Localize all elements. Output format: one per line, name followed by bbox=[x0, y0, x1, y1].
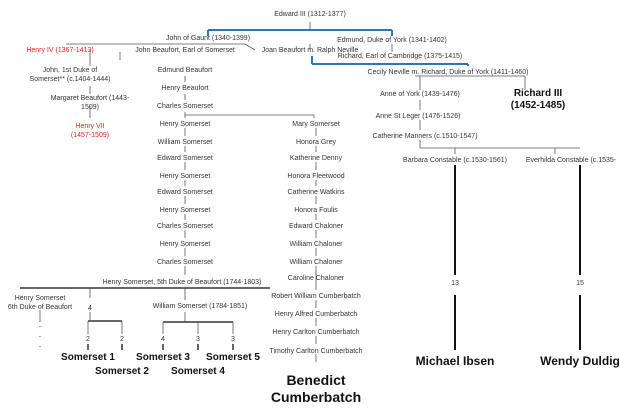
generation-count-13: 13 bbox=[451, 280, 459, 287]
node-catherine-watkins: Catherine Watkins bbox=[287, 189, 345, 196]
node-edward-iii: Edward III (1312-1377) bbox=[274, 11, 346, 18]
node-charles-somerset: Charles Somerset bbox=[156, 103, 214, 110]
node-william-chaloner: William Chaloner bbox=[289, 241, 343, 248]
generation-count-2: 2 bbox=[86, 336, 90, 343]
node-timothy-carlton-cumberbatch: Timothy Carlton Cumberbatch bbox=[269, 348, 363, 355]
node-benedict-cumberbatch-surname: Cumberbatch bbox=[270, 389, 362, 405]
node-katherine-denny: Katherine Denny bbox=[289, 155, 343, 162]
node-edward-somerset: Edward Somerset bbox=[157, 189, 213, 196]
node-william-somerset-1784: William Somerset (1784-1851) bbox=[152, 303, 248, 310]
node-henry-somerset: Henry Somerset bbox=[159, 121, 211, 128]
node-richard-iii-dates: (1452-1485) bbox=[510, 100, 566, 111]
node-william-chaloner: William Chaloner bbox=[289, 259, 343, 266]
node-henry-carlton-cumberbatch: Henry Carlton Cumberbatch bbox=[272, 329, 360, 336]
node-honora-foulis: Honora Foulis bbox=[294, 207, 338, 214]
node-william-somerset: William Somerset bbox=[157, 139, 213, 146]
node-henry-iv: Henry IV (1367-1413) bbox=[26, 47, 94, 54]
ellipsis-dot: · bbox=[38, 341, 42, 351]
node-richard-earl-of-cambridge: Richard, Earl of Cambridge (1375-1415) bbox=[337, 53, 463, 60]
node-margaret-beaufort: Margaret Beaufort (1443-1509) bbox=[50, 95, 130, 111]
node-mary-somerset: Mary Somerset bbox=[292, 121, 340, 128]
node-caroline-chaloner: Caroline Chaloner bbox=[287, 275, 345, 282]
node-honora-fleetwood: Honora Fleetwood bbox=[287, 173, 345, 180]
node-henry-alfred-cumberbatch: Henry Alfred Cumberbatch bbox=[274, 311, 358, 318]
node-edmund-duke-of-york: Edmund, Duke of York (1341-1402) bbox=[337, 37, 447, 44]
ellipsis-dot: · bbox=[38, 321, 42, 331]
node-henry-somerset: Henry Somerset bbox=[159, 241, 211, 248]
node-charles-somerset: Charles Somerset bbox=[156, 259, 214, 266]
node-edmund-beaufort: Edmund Beaufort bbox=[157, 67, 213, 74]
node-john-of-gaunt: John of Gaunt (1340-1399) bbox=[165, 35, 251, 42]
node-henry-vii: Henry VII bbox=[75, 123, 105, 130]
node-anne-of-york: Anne of York (1439-1476) bbox=[380, 91, 460, 98]
node-michael-ibsen: Michael Ibsen bbox=[415, 354, 495, 368]
node-joan-beaufort: Joan Beaufort m. Ralph Neville bbox=[261, 47, 359, 54]
node-charles-somerset: Charles Somerset bbox=[156, 223, 214, 230]
generation-count-4: 4 bbox=[88, 305, 92, 312]
node-richard-iii: Richard III bbox=[513, 88, 563, 99]
node-somerset-5: Somerset 5 bbox=[206, 352, 260, 363]
node-somerset-1: Somerset 1 bbox=[61, 352, 115, 363]
node-benedict-cumberbatch: Benedict bbox=[286, 372, 346, 388]
node-somerset-4: Somerset 4 bbox=[171, 366, 225, 377]
generation-count-3: 3 bbox=[231, 336, 235, 343]
node-henry-somerset: Henry Somerset bbox=[159, 207, 211, 214]
generation-count-4: 4 bbox=[161, 336, 165, 343]
node-cecily-neville: Cecily Neville m. Richard, Duke of York … bbox=[367, 69, 529, 76]
node-wendy-duldig: Wendy Duldig bbox=[540, 354, 620, 368]
ellipsis-dot: · bbox=[38, 331, 42, 341]
node-edward-somerset: Edward Somerset bbox=[157, 155, 213, 162]
generation-count-2: 2 bbox=[120, 336, 124, 343]
generation-count-15: 15 bbox=[576, 280, 584, 287]
node-somerset-2: Somerset 2 bbox=[95, 366, 149, 377]
node-robert-william-cumberbatch: Robert William Cumberbatch bbox=[271, 293, 361, 300]
node-henry-somerset: Henry Somerset bbox=[159, 173, 211, 180]
node-henry-somerset-6th-duke: Henry Somerset bbox=[14, 295, 66, 302]
node-john-beaufort-earl: John Beaufort, Earl of Somerset bbox=[135, 47, 235, 54]
node-henry-beaufort: Henry Beaufort bbox=[161, 85, 209, 92]
node-catherine-manners: Catherine Manners (c.1510-1547) bbox=[372, 133, 478, 140]
node-6th-duke-of-beaufort: 6th Duke of Beaufort bbox=[7, 304, 73, 311]
node-henry-vii-dates: (1457-1509) bbox=[70, 132, 110, 139]
node-barbara-constable: Barbara Constable (c.1530-1561) bbox=[403, 157, 507, 164]
node-everhilda-constable: Everhilda Constable (c.1535- bbox=[525, 157, 617, 164]
node-anne-st-leger: Anne St Leger (1476-1526) bbox=[375, 113, 461, 120]
generation-count-3: 3 bbox=[196, 336, 200, 343]
node-edward-chaloner: Edward Chaloner bbox=[288, 223, 344, 230]
node-somerset-3: Somerset 3 bbox=[136, 352, 190, 363]
node-honora-grey: Honora Grey bbox=[295, 139, 337, 146]
node-john-1st-duke-somerset: John, 1st Duke of Somerset** (c.1404-144… bbox=[29, 67, 111, 83]
node-henry-somerset-5th-duke: Henry Somerset, 5th Duke of Beaufort (17… bbox=[102, 279, 262, 286]
